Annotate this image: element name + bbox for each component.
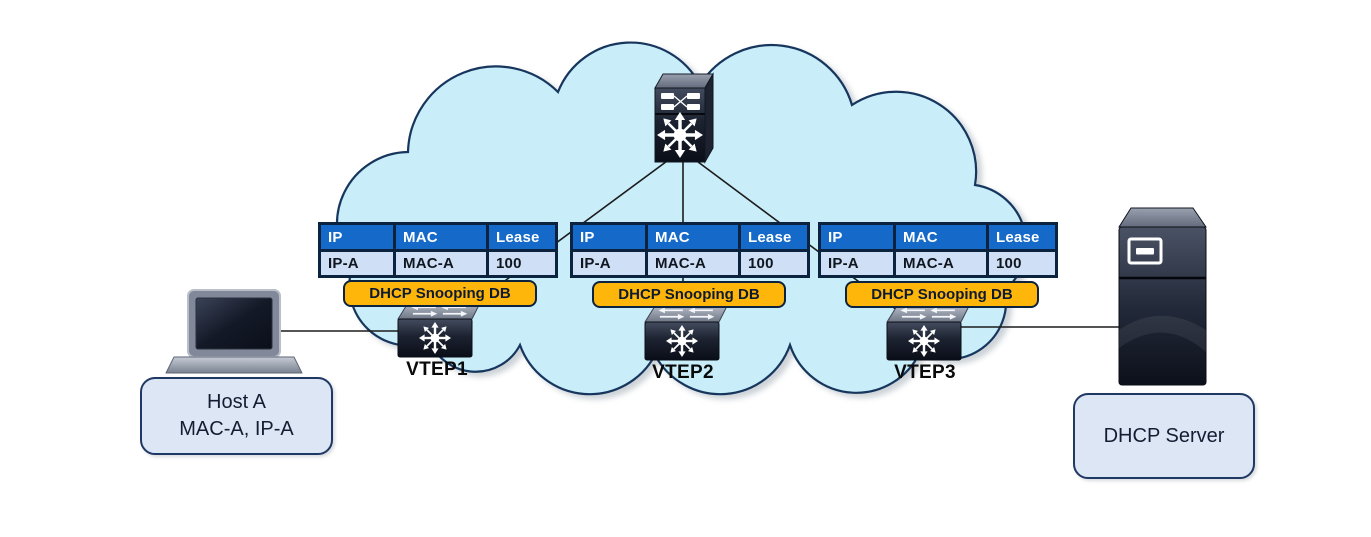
table1-header-lease: Lease — [489, 225, 555, 249]
table3-header-lease: Lease — [989, 225, 1055, 249]
dhcp-snooping-table-1: IP MAC Lease IP-A MAC-A 100 — [318, 222, 558, 278]
host-addresses: MAC-A, IP-A — [179, 418, 294, 440]
table3-cell-mac: MAC-A — [896, 252, 986, 275]
table2-cell-mac: MAC-A — [648, 252, 738, 275]
table2-header-lease: Lease — [741, 225, 807, 249]
table2-header-ip: IP — [573, 225, 645, 249]
table1-cell-ip: IP-A — [321, 252, 393, 275]
table3-cell-lease: 100 — [989, 252, 1055, 275]
table1-header-mac: MAC — [396, 225, 486, 249]
table1-cell-mac: MAC-A — [396, 252, 486, 275]
dhcp-server-label: DHCP Server — [1103, 424, 1225, 447]
host-name: Host A — [207, 391, 266, 413]
vtep1-label: VTEP1 — [406, 359, 468, 380]
table2-cell-lease: 100 — [741, 252, 807, 275]
dhcp-snooping-table-3: IP MAC Lease IP-A MAC-A 100 — [818, 222, 1058, 278]
dhcp-snooping-db-label-2: DHCP Snooping DB — [592, 281, 786, 308]
table2-cell-ip: IP-A — [573, 252, 645, 275]
table3-cell-ip: IP-A — [821, 252, 893, 275]
dhcp-snooping-db-label-3: DHCP Snooping DB — [845, 281, 1039, 308]
dhcp-snooping-table-2: IP MAC Lease IP-A MAC-A 100 — [570, 222, 810, 278]
table3-header-mac: MAC — [896, 225, 986, 249]
vtep3-label: VTEP3 — [894, 362, 956, 383]
host-label-box: Host A MAC-A, IP-A — [140, 377, 333, 455]
vtep2-label: VTEP2 — [652, 362, 714, 383]
table1-header-ip: IP — [321, 225, 393, 249]
table1-cell-lease: 100 — [489, 252, 555, 275]
dhcp-snooping-db-label-1: DHCP Snooping DB — [343, 280, 537, 307]
dhcp-server-label-box: DHCP Server — [1073, 393, 1255, 479]
table2-header-mac: MAC — [648, 225, 738, 249]
table3-header-ip: IP — [821, 225, 893, 249]
fabric-cloud — [335, 41, 1028, 396]
